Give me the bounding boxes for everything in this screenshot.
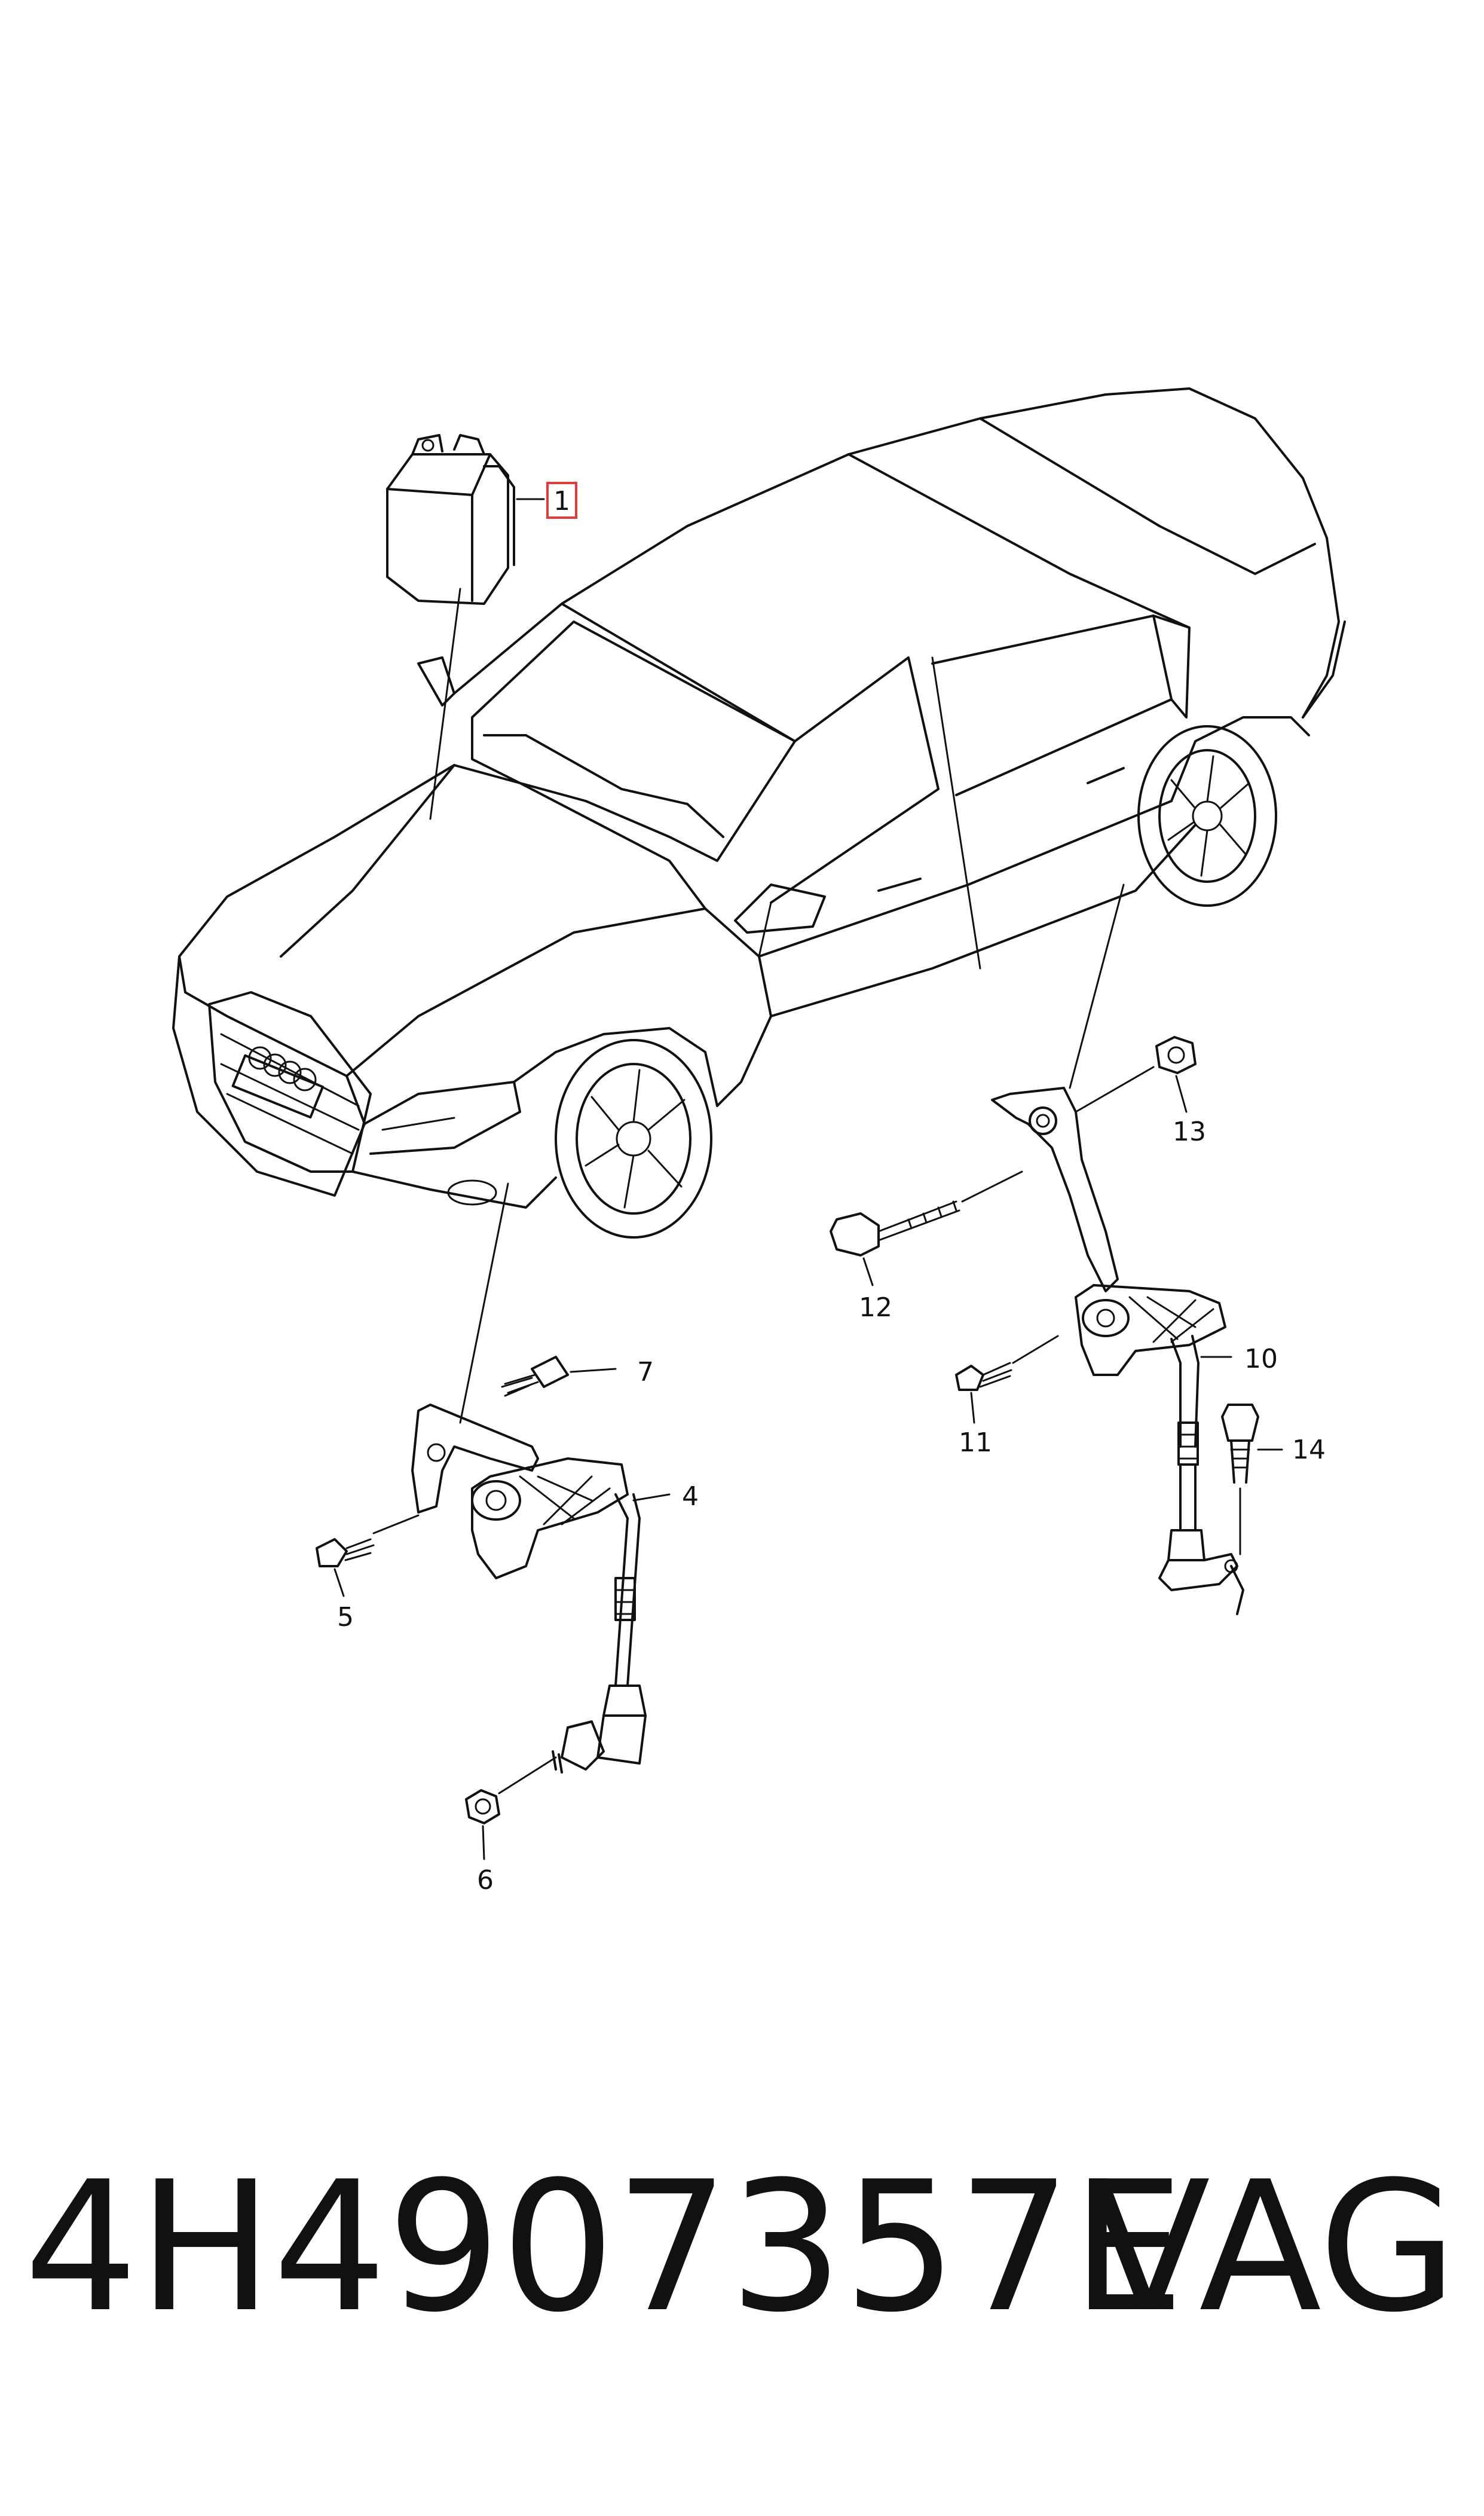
callout-7[interactable]: 7	[637, 1357, 654, 1387]
brand-label: VAG	[1088, 2143, 1458, 2352]
leader-line-12	[862, 1257, 874, 1286]
rear-level-sensor	[991, 1087, 1244, 1615]
callout-5[interactable]: 5	[337, 1602, 354, 1633]
front-level-sensor	[411, 1404, 647, 1771]
leader-line-11-mount	[1012, 1335, 1059, 1364]
leader-line-6-stud	[498, 1756, 557, 1794]
screw-14	[1221, 1404, 1259, 1484]
leader-line-13-mount	[1075, 1066, 1155, 1113]
callout-11[interactable]: 11	[959, 1427, 992, 1458]
bolt-5	[316, 1538, 375, 1567]
callout-13[interactable]: 13	[1173, 1117, 1206, 1147]
bolt-12	[830, 1200, 960, 1257]
callout-1[interactable]: 1	[553, 486, 570, 516]
callout-6[interactable]: 6	[477, 1865, 494, 1896]
leader-line-7	[570, 1368, 617, 1373]
control-module	[386, 434, 515, 605]
part-number: 4H4907357E	[24, 2143, 1185, 2352]
callout-10[interactable]: 10	[1244, 1344, 1278, 1374]
callout-14[interactable]: 14	[1292, 1435, 1326, 1465]
leader-line-13	[1175, 1075, 1188, 1113]
leader-line-5-bolt	[372, 1514, 420, 1534]
callout-12[interactable]: 12	[859, 1292, 892, 1323]
nut-6	[465, 1789, 500, 1824]
bolt-7	[501, 1356, 569, 1397]
leader-line-4	[632, 1493, 671, 1502]
leader-line-12-mount	[961, 1170, 1023, 1203]
stud-6	[552, 1750, 563, 1774]
screw-11	[955, 1362, 1012, 1391]
leader-line-rear-sensor	[1069, 883, 1125, 1089]
nut-13	[1155, 1036, 1197, 1074]
leader-line-11	[970, 1392, 975, 1424]
callout-4[interactable]: 4	[682, 1481, 699, 1512]
car-outline	[172, 387, 1346, 1239]
leader-line-5	[333, 1568, 345, 1597]
leader-line-6	[482, 1825, 485, 1860]
callout-1-highlight[interactable]	[546, 482, 577, 519]
leader-line-front-sensor	[459, 1182, 509, 1424]
